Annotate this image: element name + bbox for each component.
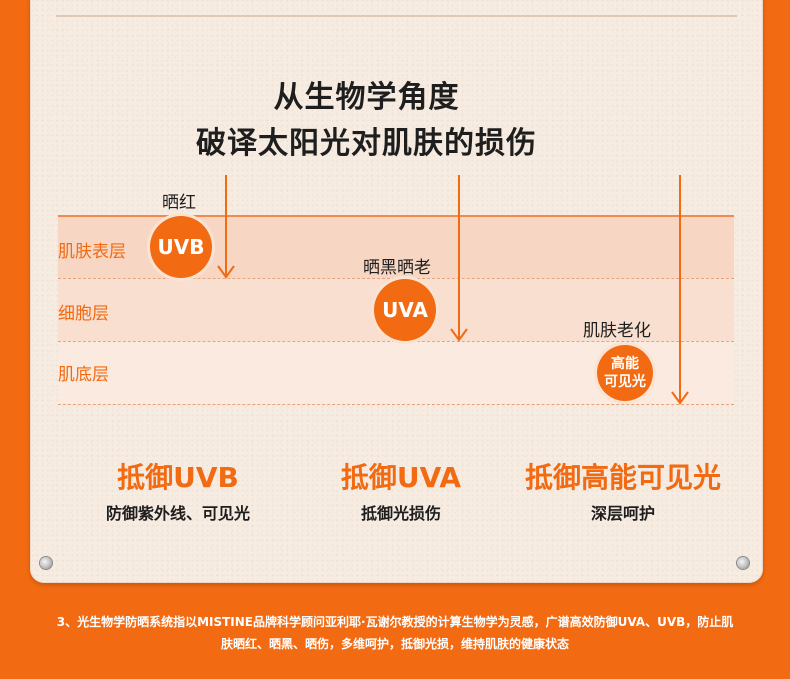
layer-label-surface: 肌肤表层 [58,242,126,262]
effect-label-uva: 晒黑晒老 [363,258,431,278]
visible-light-badge-line1: 高能 [611,356,639,372]
column-heading-visible: 抵御高能可见光 [524,461,721,494]
visible-light-badge-line2: 可见光 [604,374,646,390]
divider [56,15,737,17]
page-subtitle: 破译太阳光对肌肤的损伤 [196,126,537,161]
layer-divider [58,404,734,405]
column-heading-uvb: 抵御UVB [117,461,239,494]
column-sub-uva: 抵御光损伤 [360,504,441,523]
effect-label-uvb: 晒红 [162,193,196,213]
rivet-icon [40,557,52,569]
effect-label-visible: 肌肤老化 [583,321,651,341]
layer-label-base: 肌底层 [58,365,109,385]
footnote-line1: 3、光生物学防晒系统指以MISTINE品牌科学顾问亚利耶·瓦谢尔教授的计算生物学… [56,615,734,629]
visible-light-badge: 高能 可见光 [597,345,653,401]
skin-diagram: 肌肤表层 细胞层 肌底层 晒红 晒黑晒老 肌肤老化 UVB UVA 高能 可见光 [58,175,734,405]
uva-badge: UVA [374,279,436,341]
column-heading-uva: 抵御UVA [340,461,462,494]
layer-divider [58,341,734,342]
layer-divider [58,278,734,279]
rivet-icon [737,557,749,569]
column-sub-visible: 深层呵护 [590,504,655,523]
uvb-badge: UVB [150,216,212,278]
footnote-line2: 肤晒红、晒黑、晒伤，多维呵护，抵御光损，维持肌肤的健康状态 [220,637,569,651]
column-sub-uvb: 防御紫外线、可见光 [105,504,250,523]
layer-label-cell: 细胞层 [58,304,109,324]
page-title: 从生物学角度 [273,80,460,115]
penetration-arrows [217,175,689,405]
